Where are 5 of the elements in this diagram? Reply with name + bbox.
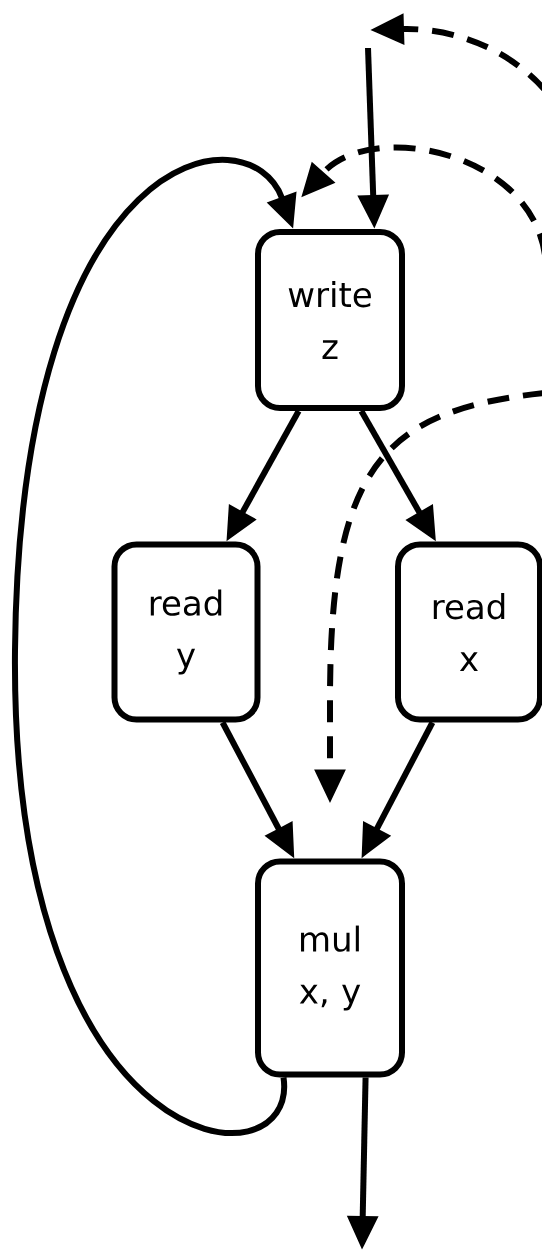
process-box: mul x, y bbox=[255, 858, 405, 1078]
process-box: read y bbox=[111, 541, 261, 723]
process-box: write z bbox=[255, 229, 405, 411]
arrow bbox=[12, 157, 297, 1136]
process-box: read x bbox=[395, 541, 542, 723]
